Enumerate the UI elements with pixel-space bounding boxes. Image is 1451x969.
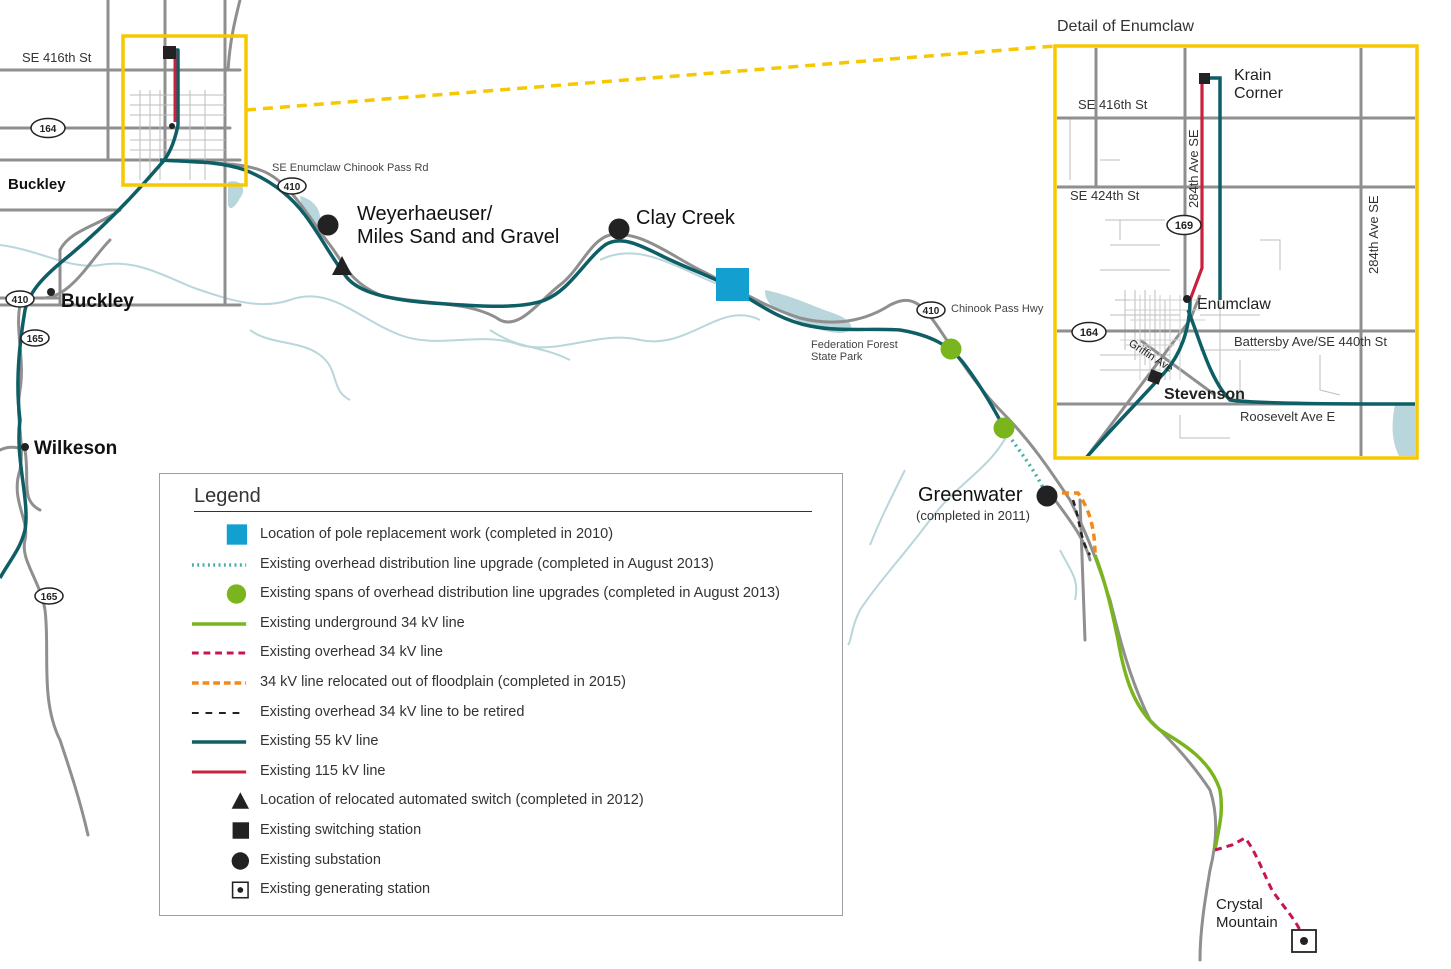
inset-label-krain-1: Krain xyxy=(1234,67,1271,84)
spans-marker-2 xyxy=(993,417,1015,439)
inset-shield-169: 169 xyxy=(1175,220,1193,232)
svg-text:164: 164 xyxy=(40,124,57,135)
town-dot-buckley xyxy=(47,288,55,296)
substation-weyerhaeuser xyxy=(317,214,339,236)
line-relocated-34kv xyxy=(1050,491,1097,556)
legend-title: Legend xyxy=(194,485,261,507)
substation-clay-creek xyxy=(608,218,630,240)
label-chinook-hwy: Chinook Pass Hwy xyxy=(951,303,1044,315)
inset-label-enumclaw: Enumclaw xyxy=(1197,296,1271,313)
automated-switch-marker xyxy=(332,256,352,275)
shield-164: 164 xyxy=(30,117,66,139)
inset-label-battersby: Battersby Ave/SE 440th St xyxy=(1234,334,1387,349)
legend-symbol-relocated34 xyxy=(191,681,247,685)
enumclaw-dot xyxy=(169,123,175,129)
inset-label-284th-b: 284th Ave SE xyxy=(1366,195,1381,274)
label-greenwater-note: (completed in 2011) xyxy=(916,508,1030,523)
legend-label: Existing 55 kV line xyxy=(260,733,379,750)
label-ffsp-1: Federation Forest xyxy=(811,339,898,351)
inset-border xyxy=(1053,44,1419,460)
label-buckley: Buckley xyxy=(61,291,134,312)
legend-symbol-line55 xyxy=(191,740,247,744)
inset-label-krain-2: Corner xyxy=(1234,85,1284,102)
legend-label: Existing 115 kV line xyxy=(260,762,386,779)
legend-symbol-substation xyxy=(231,851,250,870)
label-se416: SE 416th St xyxy=(22,50,92,65)
legend: Legend Location of pole replacement work… xyxy=(159,473,843,916)
shield-410-c: 410 xyxy=(916,301,946,319)
svg-text:410: 410 xyxy=(12,295,29,306)
inset-map: 169 164 Krain Corner SE 416th St SE 424t… xyxy=(1053,44,1419,460)
label-clay-creek: Clay Creek xyxy=(636,207,736,229)
legend-symbol-underground34 xyxy=(191,622,247,626)
legend-label: Existing generating station xyxy=(260,881,431,898)
legend-symbol-line115 xyxy=(191,770,247,774)
label-ffsp-2: State Park xyxy=(811,351,863,363)
shield-165-b: 165 xyxy=(34,587,64,605)
legend-symbol-generating xyxy=(231,881,249,899)
shield-410-a: 410 xyxy=(277,177,307,195)
substation-greenwater xyxy=(1036,485,1058,507)
rivers xyxy=(0,244,1078,646)
town-dot-wilkeson xyxy=(21,443,29,451)
line-retired-34kv xyxy=(1071,499,1092,556)
detail-area-box xyxy=(121,34,248,187)
svg-text:410: 410 xyxy=(284,182,301,193)
generating-station-dot xyxy=(1300,937,1308,945)
svg-text:410: 410 xyxy=(923,306,940,317)
line-115kv xyxy=(170,50,177,122)
label-buckley-top: Buckley xyxy=(8,176,66,193)
legend-label: 34 kV line relocated out of floodplain (… xyxy=(260,674,626,690)
legend-label: Existing overhead 34 kV line xyxy=(260,644,443,661)
inset-label-se424: SE 424th St xyxy=(1070,188,1140,203)
legend-symbol-switch xyxy=(231,792,250,810)
inset-switching-stevenson xyxy=(1147,369,1163,385)
inset-switching-krain xyxy=(1199,73,1210,84)
inset-enumclaw-dot xyxy=(1183,295,1191,303)
label-weyerhaeuser-2: Miles Sand and Gravel xyxy=(357,226,559,248)
legend-label: Location of relocated automated switch (… xyxy=(260,792,644,809)
label-wilkeson: Wilkeson xyxy=(34,438,117,459)
switching-station-top xyxy=(163,46,176,59)
legend-symbol-overhead34 xyxy=(191,651,247,655)
svg-text:165: 165 xyxy=(27,334,44,345)
spans-marker-1 xyxy=(940,338,962,360)
inset-label-se416: SE 416th St xyxy=(1078,97,1148,112)
legend-symbol-retired34 xyxy=(191,711,247,714)
legend-symbol-spans xyxy=(226,584,247,604)
label-weyerhaeuser-1: Weyerhaeuser/ xyxy=(357,203,493,225)
legend-label: Existing spans of overhead distribution … xyxy=(260,585,780,602)
label-greenwater: Greenwater xyxy=(918,484,1023,506)
svg-text:165: 165 xyxy=(41,592,58,603)
shield-410-b: 410 xyxy=(5,290,35,308)
legend-label: Location of pole replacement work (compl… xyxy=(260,526,614,542)
label-crystal-1: Crystal xyxy=(1216,896,1263,913)
shield-165-a: 165 xyxy=(20,329,50,347)
shields: 164 410 410 165 165 410 xyxy=(5,117,946,605)
legend-symbol-upgrade xyxy=(191,562,247,567)
inset-label-284th-a: 284th Ave SE xyxy=(1186,129,1201,208)
label-crystal-2: Mountain xyxy=(1216,914,1278,931)
legend-label: Existing overhead 34 kV line to be retir… xyxy=(260,703,525,720)
inset-shield-164: 164 xyxy=(1080,327,1099,339)
legend-symbol-switching xyxy=(232,822,250,839)
inset-label-stevenson: Stevenson xyxy=(1164,386,1245,403)
legend-label: Existing substation xyxy=(260,851,381,868)
legend-divider xyxy=(194,511,812,512)
legend-label: Existing overhead distribution line upgr… xyxy=(260,555,714,572)
pole-replacement-marker xyxy=(716,268,749,301)
legend-symbol-pole xyxy=(226,524,248,545)
line-underground-34kv xyxy=(1093,554,1224,851)
line-55kv-main xyxy=(0,48,1007,579)
inset-label-roosevelt: Roosevelt Ave E xyxy=(1240,409,1335,424)
line-overhead-34kv xyxy=(1214,836,1302,931)
label-chinook-rd: SE Enumclaw Chinook Pass Rd xyxy=(272,162,429,174)
detail-connector xyxy=(245,44,1056,112)
legend-label: Existing underground 34 kV line xyxy=(260,614,465,631)
legend-label: Existing switching station xyxy=(260,822,422,838)
detail-title: Detail of Enumclaw xyxy=(1057,18,1194,35)
